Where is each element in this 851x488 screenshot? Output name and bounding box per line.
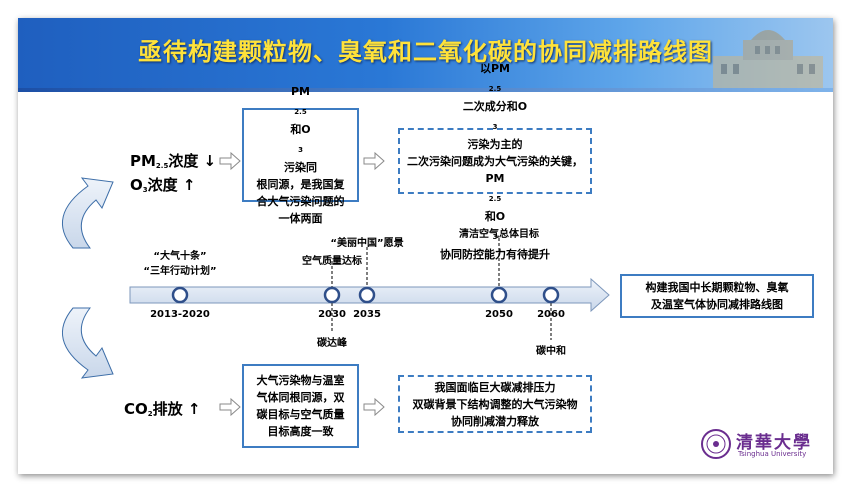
year-2013-2020: 2013-2020 [150, 309, 210, 320]
box-line: 协同削减潜力释放 [451, 414, 539, 428]
milestone-2013 [171, 286, 189, 304]
box-line: 我国面临巨大碳减排压力 [434, 380, 556, 394]
box-line: 碳目标与空气质量 [256, 408, 345, 421]
label-three-year-plan: “三年行动计划” [143, 266, 217, 277]
box-line: 合大气污染问题的 [256, 195, 345, 208]
logo-name-cn: 清華大學 [736, 433, 812, 453]
box-carbon-pressure: 我国面临巨大碳减排压力 双碳背景下结构调整的大气污染物 协同削减潜力释放 [398, 375, 592, 433]
box-line: 构建我国中长期颗粒物、臭氧 [645, 281, 789, 294]
milestone-2030 [323, 286, 341, 304]
slide-title: 亟待构建颗粒物、臭氧和二氧化碳的协同减排路线图 [138, 38, 713, 66]
box-same-source-ghg: 大气污染物与温室 气体同根同源，双 碳目标与空气质量 目标高度一致 [242, 364, 359, 448]
label-air-quality-standard: 空气质量达标 [302, 256, 362, 267]
header-stripe [18, 88, 833, 92]
pm25-concentration-label: PM2.5浓度 ↓ [130, 152, 217, 170]
building-silhouette-icon [713, 30, 823, 88]
box-line: 气体同根同源，双 [256, 391, 345, 404]
label-carbon-peak: 碳达峰 [317, 338, 347, 349]
box-roadmap: 构建我国中长期颗粒物、臭氧 及温室气体协同减排路线图 [620, 274, 814, 318]
milestone-2060 [542, 286, 560, 304]
box-line: 双碳背景下结构调整的大气污染物 [412, 397, 578, 411]
arrow-left-top-icon [219, 151, 241, 171]
box-line: 目标高度一致 [267, 425, 334, 438]
label-daqi-shitiao: “大气十条” [153, 251, 207, 262]
slide-frame: 亟待构建颗粒物、臭氧和二氧化碳的协同减排路线图 [18, 18, 833, 474]
diagram-canvas [61, 151, 731, 459]
label-beautiful-china: “美丽中国”愿景 [330, 238, 404, 249]
box-line: 二次污染问题成为大气污染的关键， [407, 154, 583, 168]
label-carbon-neutral: 碳中和 [536, 346, 566, 357]
milestone-2035 [358, 286, 376, 304]
year-2030: 2030 [318, 309, 346, 320]
arrow-mid-bottom-icon [363, 397, 385, 417]
tsinghua-seal-icon [701, 429, 731, 459]
co2-emission-label: CO2排放 ↑ [124, 400, 201, 418]
logo-name-en: Tsinghua University [738, 450, 807, 458]
box-line: 大气污染物与温室 [256, 374, 345, 387]
box-line: 及温室气体协同减排路线图 [651, 298, 783, 311]
year-2060: 2060 [537, 309, 565, 320]
year-2035: 2035 [353, 309, 381, 320]
curved-arrow-top-icon [61, 177, 114, 249]
milestone-2050 [490, 286, 508, 304]
box-line: 一体两面 [278, 212, 323, 225]
box-line: 根同源，是我国复 [256, 178, 345, 191]
o3-concentration-label: O3浓度 ↑ [130, 176, 196, 194]
arrow-mid-top-icon [363, 151, 385, 171]
header-bar: 亟待构建颗粒物、臭氧和二氧化碳的协同减排路线图 [18, 18, 833, 88]
curved-arrow-bottom-icon [61, 307, 114, 379]
arrow-left-bottom-icon [219, 397, 241, 417]
year-2050: 2050 [485, 309, 513, 320]
label-clean-air-goal: 清洁空气总体目标 [459, 229, 539, 240]
